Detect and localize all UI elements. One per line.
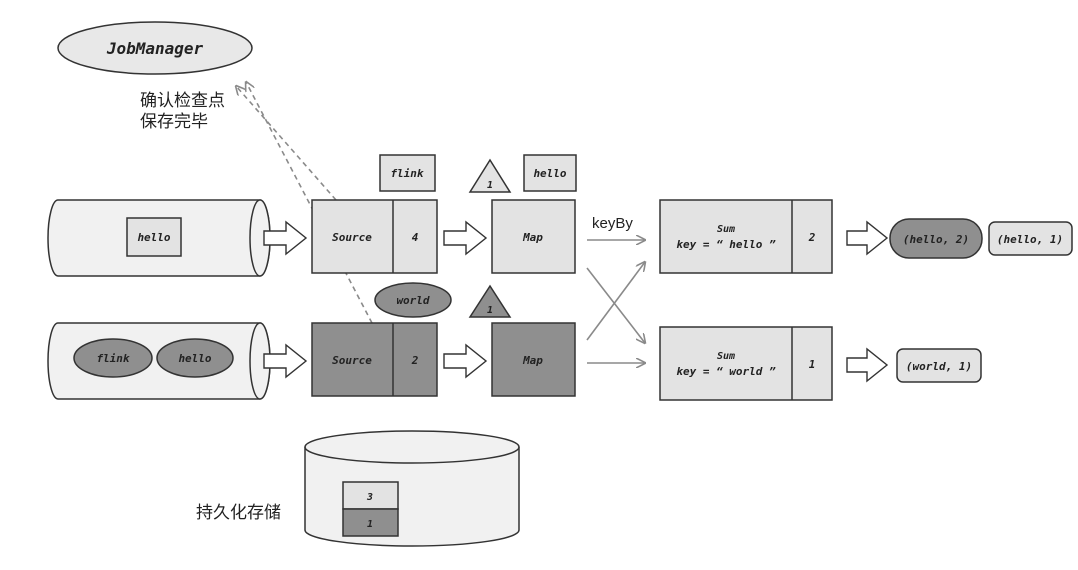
checkpoint-ack-line2: 保存完毕 <box>140 112 208 132</box>
storage-label: 持久化存储 <box>196 503 281 523</box>
map-1: 1 hello Map <box>468 154 577 274</box>
checkpoint-ack-line1: 确认检查点 <box>140 91 225 111</box>
map-2-label: Map <box>522 354 543 367</box>
sum-1-output-1: (hello, 2) <box>903 233 969 246</box>
input-queue-2: flink hello <box>47 322 271 400</box>
map-1-barrier <box>468 158 512 193</box>
source-2-label: Source <box>332 354 372 367</box>
persistent-storage: 3 1 <box>304 430 520 547</box>
checkpoint-1-box <box>342 508 399 537</box>
source-1-buffered-record: flink <box>390 167 423 180</box>
block-arrow-source1-map1 <box>443 220 488 256</box>
block-arrow-source2-map2 <box>443 343 488 379</box>
job-manager-label: JobManager <box>106 39 204 58</box>
sum-1-output-2: (hello, 1) <box>997 233 1063 246</box>
key-by-arrows <box>586 240 645 363</box>
block-arrow-sum2-output <box>846 347 889 383</box>
source-1: flink Source 4 <box>311 154 438 274</box>
block-arrow-queue1-source1 <box>263 220 308 256</box>
source-2-buffered-record: world <box>396 294 429 307</box>
sum-1-count: 2 <box>808 231 816 244</box>
sum-2-key: key = “ world ” <box>676 365 776 378</box>
queue-1-record: hello <box>137 231 170 244</box>
queue-2-record-1: flink <box>96 352 129 365</box>
sum-1-title: Sum <box>717 224 735 235</box>
source-2-offset: 2 <box>411 354 419 367</box>
job-manager: JobManager <box>57 21 253 75</box>
source-2: world Source 2 <box>311 282 452 397</box>
map-2: 1 Map <box>468 284 576 397</box>
sum-2-output-1: (world, 1) <box>906 360 972 373</box>
sum-1-outputs: (hello, 2) (hello, 1) <box>889 218 1073 259</box>
map-1-barrier-label: 1 <box>487 180 493 191</box>
source-1-label: Source <box>332 231 372 244</box>
map-2-barrier-label: 1 <box>487 305 493 316</box>
sum-2-outputs: (world, 1) <box>896 348 982 383</box>
sum-2: Sum key = “ world ” 1 <box>659 326 833 401</box>
map-2-barrier <box>468 284 512 318</box>
block-arrow-queue2-source2 <box>263 343 308 379</box>
block-arrow-sum1-output <box>846 220 889 256</box>
map-1-label: Map <box>522 231 543 244</box>
map-1-buffered-record: hello <box>533 167 566 180</box>
key-by-label: keyBy <box>592 215 633 232</box>
sum-2-title: Sum <box>717 351 735 362</box>
checkpoint-3: 3 <box>366 492 373 503</box>
source-1-offset: 4 <box>412 231 419 244</box>
input-queue-1: hello <box>47 199 271 277</box>
checkpoint-ack-arrows <box>236 82 373 324</box>
sum-1: Sum key = “ hello ” 2 <box>659 199 833 274</box>
queue-2-record-2: hello <box>178 352 211 365</box>
sum-2-count: 1 <box>809 358 816 371</box>
sum-1-key: key = “ hello ” <box>676 238 776 251</box>
checkpoint-1: 1 <box>367 519 373 530</box>
